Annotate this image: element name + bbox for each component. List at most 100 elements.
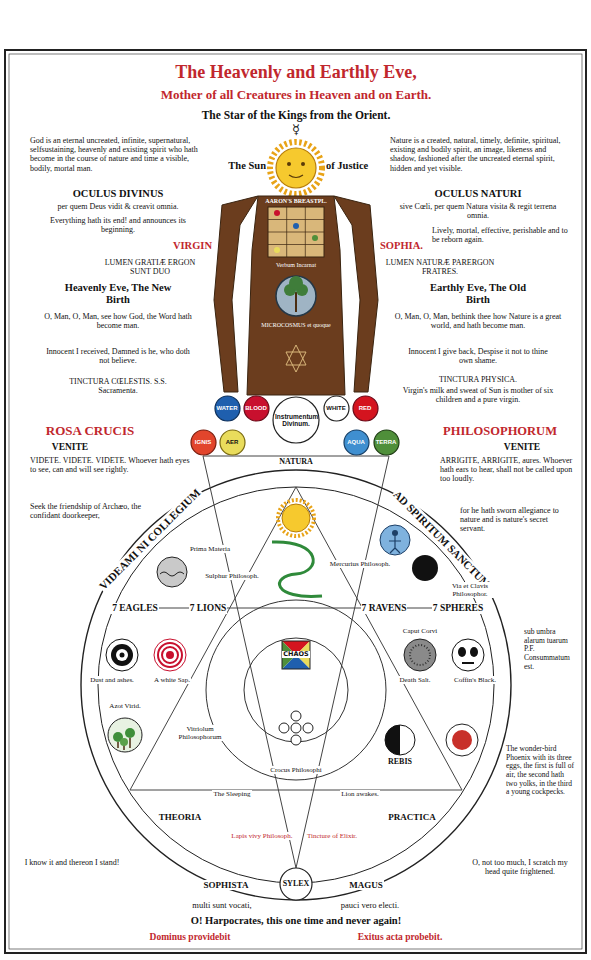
red-ring [158, 643, 182, 667]
gem [293, 223, 299, 229]
heading-text: The Sun [228, 160, 266, 172]
stipple [410, 645, 430, 665]
outer-frame [5, 50, 586, 953]
note-text: REBIS [387, 757, 413, 766]
note-text: Innocent I give back, Despise it not to … [403, 347, 553, 365]
phoenix [452, 730, 472, 750]
note-text: Mercurius Philosoph. [329, 560, 391, 568]
hexagram [286, 345, 306, 372]
trees-medallion [108, 718, 142, 752]
up-triangle [130, 487, 462, 790]
target-ring [111, 644, 133, 666]
rebis-medallion [385, 725, 415, 755]
note-text: Vitriolum Philosophorum [168, 725, 232, 741]
element-circle: IGNIS [190, 429, 217, 456]
note-text: Virgin's milk and sweat of Sun is mother… [398, 386, 558, 404]
rebis-half [385, 725, 400, 755]
small-circle [291, 723, 301, 733]
circle-fill [353, 396, 378, 421]
note-text: Verbum Incarnat [276, 262, 316, 269]
note-text: Lion awakes. [340, 790, 379, 798]
band-line [114, 608, 478, 609]
note-text: Innocent I received, Damned is he, who d… [43, 347, 193, 365]
note-text: Death Salt. [398, 676, 431, 684]
wave [160, 572, 184, 576]
tree-trunk [295, 292, 297, 312]
red-dot [166, 651, 174, 659]
small-circle [279, 723, 289, 733]
note-text: for he hath sworn allegiance to nature a… [460, 506, 574, 534]
node-label: WHITE [326, 405, 345, 412]
note-text: sive Cœli, per quem Natura visita & regi… [390, 202, 566, 220]
outer-ring [81, 470, 511, 900]
note-text: The Sleeping [212, 790, 251, 798]
heading-text: VIRGIN [173, 240, 212, 252]
target-medallion [106, 639, 138, 671]
element-circle: WHITE [323, 395, 350, 422]
small-circle [303, 723, 313, 733]
note-text: per quem Deus vidit & creavit omnia. [57, 202, 178, 211]
note-text: MICROCOSMUS et quoque [261, 322, 330, 329]
tree-crown [289, 276, 303, 290]
circle-fill [215, 396, 240, 421]
circle-fill [324, 396, 349, 421]
sun-rays [278, 500, 314, 536]
heading-text: Heavenly Eve, The New Birth [63, 282, 173, 306]
small-circle [244, 638, 348, 742]
note-text: MAGUS [348, 880, 384, 890]
heading-text: ROSA CRUCIS [46, 424, 135, 439]
note-text: THEORIA [158, 812, 203, 822]
note-text: NATURA [278, 457, 314, 466]
note-text: Tincture of Elixir. [306, 832, 358, 840]
heading-text: The Star of the Kings from the Orient. [202, 109, 391, 122]
skull-eye [458, 647, 466, 657]
note-text: CHAOS [282, 651, 309, 658]
middle-circle [206, 600, 386, 780]
note-text: O, not too much, I scratch my head quite… [464, 858, 576, 876]
chaos-frame [282, 641, 310, 669]
target-ring [116, 649, 128, 661]
robe [247, 196, 345, 395]
note-text: Azot Virid. [108, 702, 141, 710]
heading-text: ☿ [292, 123, 300, 138]
note-text: Via et Clavis Philosophor. [438, 582, 502, 598]
element-circle: SYLEX [279, 867, 313, 901]
note-text: 7 EAGLES [111, 603, 159, 614]
circle-fill [374, 430, 399, 455]
note-text: multi sunt vocati, [192, 901, 251, 911]
note-text: Lapis vivy Philosoph. [230, 832, 293, 840]
red-rings [154, 639, 186, 671]
note-text: I know it and thereon I stand! [25, 858, 120, 867]
heading-text: VIDEAMI NI COLLEGIUM [96, 485, 204, 593]
heading-text: OCULUS NATURI [434, 188, 521, 200]
note-text: Nature is a created, natural, timely, de… [390, 136, 570, 173]
breastplate-grid [268, 207, 324, 257]
note-text: Lively, mortal, effective, perishable an… [432, 226, 572, 244]
element-circle: AQUA [343, 429, 370, 456]
node-label: Instrumentum Divinum. [275, 413, 317, 427]
circle-fill [220, 430, 245, 455]
note-text: Seek the friendship of Archæo, the confi… [30, 502, 148, 520]
note-text: PRACTICA [387, 812, 437, 822]
heading-text: PHILOSOPHORUM [443, 424, 557, 438]
serpent [272, 542, 322, 597]
heading-text: of Justice [326, 160, 368, 172]
inner-frame [9, 54, 582, 949]
sun-rays [270, 142, 322, 194]
element-circle: RED [352, 395, 379, 422]
black-sphere [412, 555, 438, 581]
element-circle: Instrumentum Divinum. [272, 396, 320, 444]
note-text: 7 LIONS [189, 603, 228, 614]
note-text: O, Man, O, Man, bethink thee how Nature … [393, 312, 563, 330]
gem [274, 210, 280, 216]
phoenix-medallion [446, 724, 478, 756]
circle-fill [280, 868, 312, 900]
figure-head [392, 530, 398, 536]
node-label: TERRA [376, 439, 397, 446]
tree-medallion [276, 276, 316, 316]
note-text: The wonder-bird Phoenix with its three e… [506, 745, 576, 797]
note-text: Exitus acta probebit. [358, 932, 443, 943]
figure-medallion [380, 525, 410, 555]
node-label: AQUA [347, 439, 365, 446]
element-circle: TERRA [373, 429, 400, 456]
